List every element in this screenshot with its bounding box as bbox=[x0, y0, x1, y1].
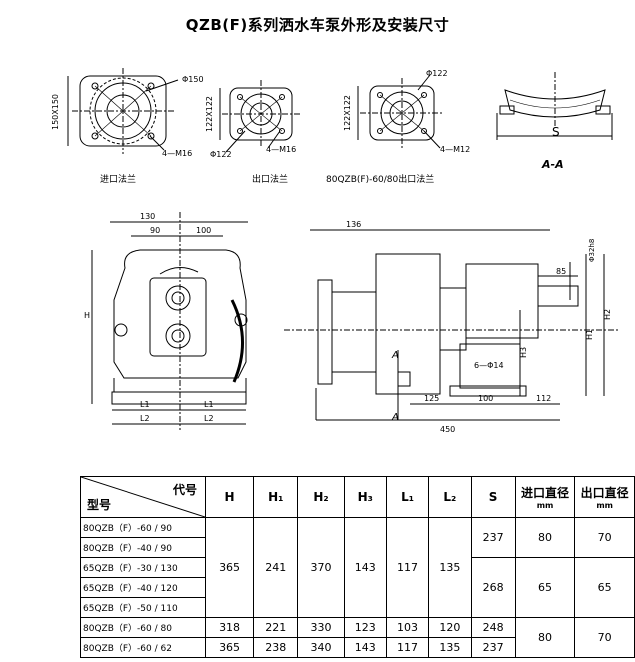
front-dim-130: 130 bbox=[140, 212, 155, 221]
cell-r6-h2: 330 bbox=[297, 617, 345, 638]
outlet-caption: 出口法兰 bbox=[252, 173, 288, 185]
cell-g1-h3: 143 bbox=[343, 517, 387, 618]
inlet-caption: 进口法兰 bbox=[100, 173, 136, 185]
front-dim-100: 100 bbox=[196, 226, 211, 235]
cell-r6-s: 248 bbox=[470, 617, 516, 638]
cell-in-c: 80 bbox=[514, 617, 576, 658]
outlet80-dia-label: Φ122 bbox=[426, 69, 448, 78]
side-dim-100: 100 bbox=[478, 394, 493, 403]
outlet-dia-unit: mm bbox=[596, 501, 613, 510]
outlet80-size-label: 122X122 bbox=[343, 95, 352, 131]
table-header-corner: 代号 型号 bbox=[80, 476, 206, 518]
section-s-label: S bbox=[552, 125, 560, 139]
side-dim-450: 450 bbox=[440, 425, 455, 434]
header-model: 型号 bbox=[87, 498, 112, 512]
side-dim-112: 112 bbox=[536, 394, 551, 403]
cell-g1-h1: 241 bbox=[253, 517, 299, 618]
side-dim-6-14: 6—Φ14 bbox=[474, 361, 504, 370]
front-dim-l1-right: L1 bbox=[204, 400, 214, 409]
table-row-model: 65QZB（F）-30 / 130 bbox=[80, 557, 206, 578]
outlet-flange-drawing bbox=[219, 80, 300, 153]
inlet-flange-drawing bbox=[67, 68, 179, 154]
technical-drawing: Φ150 4—M16 150X150 进口法兰 Φ122 4—M16 122X1… bbox=[51, 68, 620, 434]
cell-g1-l1: 117 bbox=[385, 517, 430, 618]
outlet-bolts-label: 4—M16 bbox=[266, 145, 296, 154]
cell-in-a: 80 bbox=[514, 517, 576, 558]
cell-s-b: 268 bbox=[470, 557, 516, 618]
cell-r7-h3: 143 bbox=[343, 637, 387, 658]
cell-in-b: 65 bbox=[514, 557, 576, 618]
pump-side-view bbox=[284, 229, 620, 421]
section-mark-a-bottom: A bbox=[391, 412, 399, 423]
cell-r7-s: 237 bbox=[470, 637, 516, 658]
cell-r7-l1: 117 bbox=[385, 637, 430, 658]
side-dim-136: 136 bbox=[346, 220, 361, 229]
cell-g1-h2: 370 bbox=[297, 517, 345, 618]
cell-r7-h: 365 bbox=[204, 637, 255, 658]
outlet80-bolts-label: 4—M12 bbox=[440, 145, 470, 154]
table-row-model: 65QZB（F）-50 / 110 bbox=[80, 597, 206, 618]
outlet80-flange-drawing bbox=[357, 74, 444, 149]
pump-front-view bbox=[91, 212, 248, 430]
inlet-dia-unit: mm bbox=[536, 501, 554, 510]
inlet-size-label: 150X150 bbox=[51, 94, 60, 130]
side-dim-h3: H3 bbox=[519, 347, 528, 358]
cell-r6-l2: 120 bbox=[428, 617, 472, 638]
cell-out-a: 70 bbox=[574, 517, 635, 558]
table-row-model: 80QZB（F）-60 / 90 bbox=[80, 517, 206, 538]
col-outlet-dia: 出口直径 mm bbox=[574, 476, 635, 518]
inlet-dia-label: Φ150 bbox=[182, 75, 204, 84]
side-dim-85: 85 bbox=[556, 267, 566, 276]
front-dim-l2-left: L2 bbox=[140, 414, 150, 423]
inlet-bolts-label: 4—M16 bbox=[162, 149, 192, 158]
cell-r7-h1: 238 bbox=[253, 637, 299, 658]
side-dim-h1: H1 bbox=[585, 329, 594, 340]
table-row-model: 80QZB（F）-60 / 62 bbox=[80, 637, 206, 658]
drawing-title: QZB(F)系列洒水车泵外形及安装尺寸 bbox=[185, 16, 450, 34]
col-s: S bbox=[470, 476, 516, 518]
col-l2: L₂ bbox=[428, 476, 472, 518]
col-h3: H₃ bbox=[343, 476, 387, 518]
cell-g1-h: 365 bbox=[204, 517, 255, 618]
cell-r6-h3: 123 bbox=[343, 617, 387, 638]
table-row-model: 65QZB（F）-40 / 120 bbox=[80, 577, 206, 598]
side-dim-h2: H2 bbox=[603, 309, 612, 320]
cell-r6-h: 318 bbox=[204, 617, 255, 638]
col-inlet-dia: 进口直径 mm bbox=[514, 476, 576, 518]
col-l1: L₁ bbox=[385, 476, 430, 518]
front-dim-l2-right: L2 bbox=[204, 414, 214, 423]
outlet-size-label: 122X122 bbox=[205, 96, 214, 132]
front-dim-l1-left: L1 bbox=[140, 400, 150, 409]
col-h2: H₂ bbox=[297, 476, 345, 518]
cell-out-b: 65 bbox=[574, 557, 635, 618]
section-aa-drawing bbox=[496, 72, 613, 140]
outlet-dia-header: 出口直径 bbox=[580, 486, 629, 500]
cell-out-c: 70 bbox=[574, 617, 635, 658]
table-row-model: 80QZB（F）-60 / 80 bbox=[80, 617, 206, 638]
table-row-model: 80QZB（F）-40 / 90 bbox=[80, 537, 206, 558]
cell-r6-h1: 221 bbox=[253, 617, 299, 638]
outlet80-caption: 80QZB(F)-60/80出口法兰 bbox=[326, 173, 434, 185]
col-h: H bbox=[204, 476, 255, 518]
section-mark-a-top: A bbox=[391, 350, 399, 361]
front-dim-h: H bbox=[84, 311, 90, 320]
front-dim-90: 90 bbox=[150, 226, 160, 235]
cell-r7-l2: 135 bbox=[428, 637, 472, 658]
dimension-table: 代号 型号 H H₁ H₂ H₃ L₁ L₂ S 进口直径 mm 出口直径 mm… bbox=[80, 476, 635, 658]
side-dim-32: Φ32h8 bbox=[588, 239, 596, 262]
cell-g1-l2: 135 bbox=[428, 517, 472, 618]
cell-r6-l1: 103 bbox=[385, 617, 430, 638]
section-aa-label: A-A bbox=[541, 158, 564, 171]
side-dim-125: 125 bbox=[424, 394, 439, 403]
header-code: 代号 bbox=[172, 483, 197, 497]
inlet-dia-header: 进口直径 bbox=[521, 486, 570, 500]
col-h1: H₁ bbox=[253, 476, 299, 518]
cell-s-a: 237 bbox=[470, 517, 516, 558]
outlet-dia-label: Φ122 bbox=[210, 150, 232, 159]
cell-r7-h2: 340 bbox=[297, 637, 345, 658]
